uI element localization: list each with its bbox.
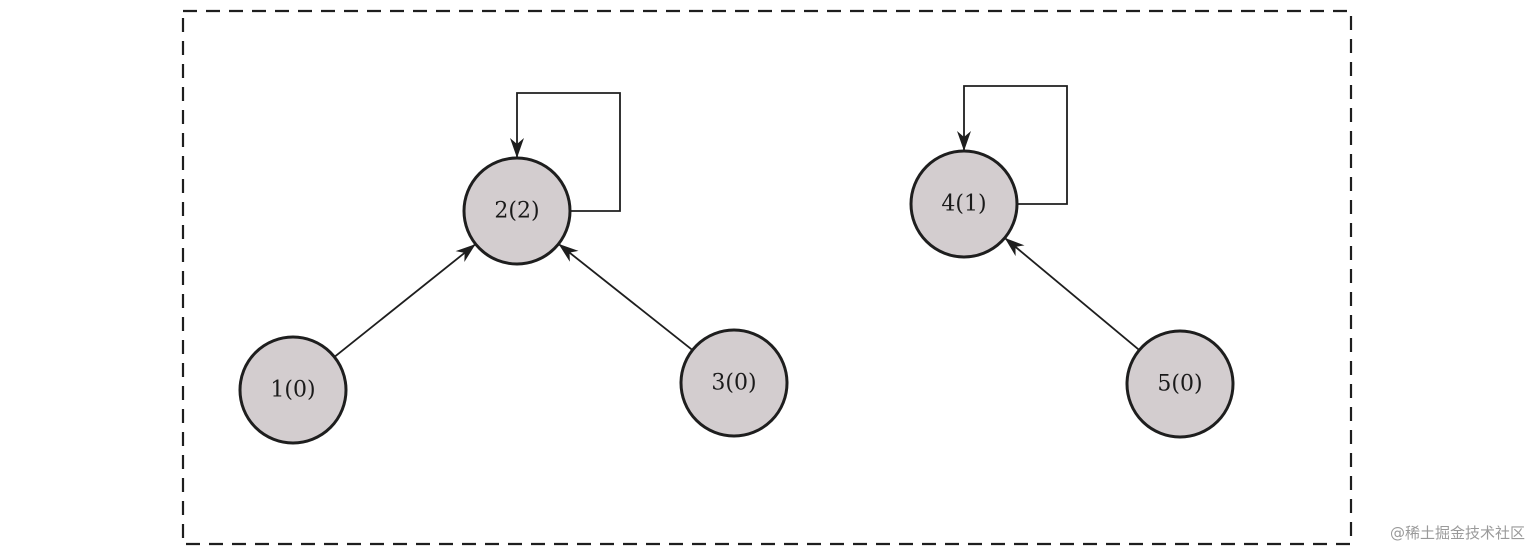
node-3: 3(0)	[679, 328, 789, 438]
node-circle	[1125, 329, 1235, 439]
node-circle	[462, 156, 572, 266]
node-1: 1(0)	[238, 335, 348, 445]
node-label: 2(2)	[494, 199, 539, 224]
edges	[333, 85, 1140, 358]
edge-1-to-2	[333, 244, 476, 358]
self-loop-edge-4	[957, 85, 1068, 205]
node-4: 4(1)	[909, 149, 1019, 259]
node-label: 4(1)	[941, 192, 986, 217]
dashed-frame	[181, 9, 1353, 546]
node-2: 2(2)	[462, 156, 572, 266]
node-label: 3(0)	[711, 371, 756, 396]
node-label: 5(0)	[1157, 372, 1202, 397]
node-5: 5(0)	[1125, 329, 1235, 439]
edge-5-to-4	[1004, 237, 1140, 351]
node-circle	[238, 335, 348, 445]
nodes: 1(0) 2(2) 3(0) 4(1) 5(0)	[238, 149, 1235, 445]
node-label: 1(0)	[270, 378, 315, 403]
self-loop-edge-2	[510, 92, 621, 212]
edge-3-to-2	[558, 243, 694, 351]
watermark: @稀土掘金技术社区	[1389, 524, 1525, 542]
node-circle	[909, 149, 1019, 259]
node-circle	[679, 328, 789, 438]
